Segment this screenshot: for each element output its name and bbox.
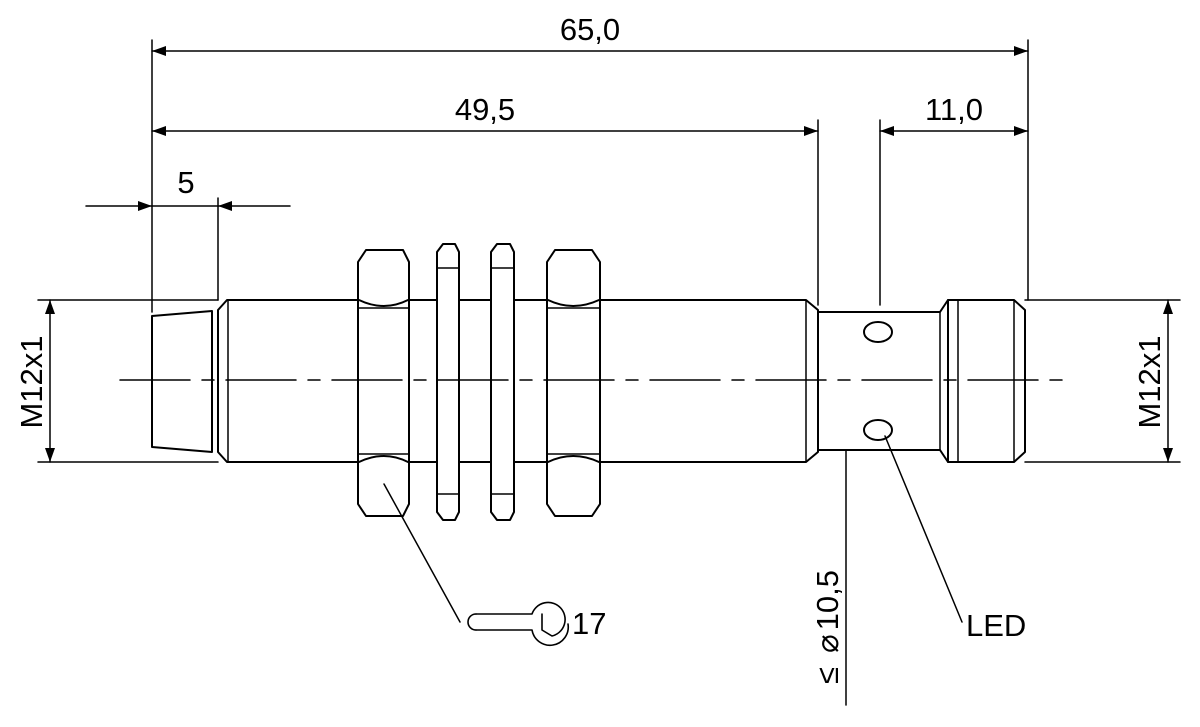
washer-left	[436, 243, 460, 521]
dim-connector-length: 11,0	[925, 92, 983, 127]
extension-lines	[37, 39, 1181, 463]
dim-thread-right: M12x1	[1132, 335, 1167, 428]
washer-right	[490, 243, 515, 521]
hex-nut-right	[546, 249, 601, 517]
dim-overall-length: 65,0	[560, 12, 620, 47]
led-window-upper	[863, 321, 893, 343]
svg-text:≤⌀10,5: ≤ ⌀ 10,5	[810, 570, 845, 684]
dim-diameter: ≤ ⌀ 10,5	[810, 570, 845, 684]
hex-nut-left	[357, 249, 410, 517]
threaded-housing	[217, 299, 819, 463]
diameter-prefix: ≤	[810, 667, 845, 684]
dim-sensing-face-length: 5	[177, 165, 194, 200]
leader-led	[884, 435, 963, 623]
led-window-lower	[863, 419, 893, 441]
dim-thread-left: M12x1	[14, 335, 49, 428]
sensing-face-cap	[151, 310, 213, 453]
diameter-value: 10,5	[810, 570, 845, 630]
wrench-icon	[467, 601, 570, 646]
leader-wrench	[383, 483, 461, 623]
dim-housing-length: 49,5	[455, 92, 515, 127]
led-label: LED	[966, 608, 1026, 643]
diameter-symbol-icon: ⌀	[810, 634, 845, 653]
connector-thread	[947, 299, 1026, 463]
wrench-size-label: 17	[572, 606, 606, 641]
connector-body	[817, 299, 949, 463]
